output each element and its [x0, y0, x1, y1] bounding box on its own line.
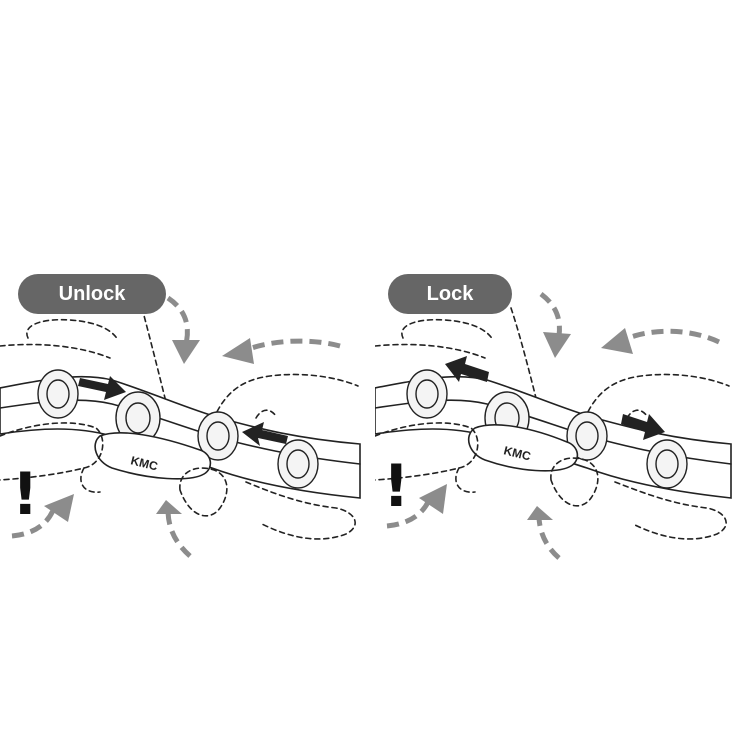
- upper-right-finger: [255, 409, 277, 419]
- lock-illustration: KMC !: [375, 292, 732, 560]
- curved-dashed-arrow-head: [601, 328, 633, 354]
- curved-dashed-arrow-head: [527, 506, 553, 520]
- unlock-panel: KMC ! Unlock: [0, 268, 368, 560]
- push-arrow-icon: [445, 356, 489, 382]
- upper-left-finger: [401, 318, 494, 341]
- push-arrow-icon: [78, 376, 126, 400]
- chain-roller-pin: [575, 421, 599, 451]
- quick-link-plate: [467, 424, 579, 472]
- lower-right-finger: [179, 467, 228, 517]
- push-arrow-icon: [621, 414, 665, 440]
- curved-dashed-arrow-icon: [622, 328, 721, 345]
- curved-dashed-arrow-head: [44, 494, 74, 522]
- chain-roller-pin: [206, 421, 230, 451]
- curved-dashed-arrow-icon: [539, 292, 562, 337]
- upper-right-finger: [626, 409, 648, 419]
- curved-dashed-arrow-icon: [165, 509, 192, 558]
- unlock-label: Unlock: [18, 274, 166, 314]
- warning-icon: !: [383, 452, 409, 520]
- lower-right-finger: [550, 457, 599, 507]
- lower-left-thumb: [455, 467, 476, 493]
- chain-brand-label: KMC: [502, 443, 532, 463]
- curved-dashed-arrow-head: [172, 340, 200, 364]
- curved-dashed-arrow-icon: [245, 338, 341, 353]
- upper-left-finger-joint: [375, 343, 486, 359]
- lower-left-hand: [0, 422, 104, 481]
- lower-left-thumb: [80, 467, 101, 493]
- curved-dashed-arrow-head: [543, 332, 571, 358]
- chain-roller-pin: [655, 449, 679, 479]
- push-arrow-icon: [242, 422, 288, 446]
- lower-right-hand: [614, 481, 727, 540]
- warning-icon: !: [12, 460, 38, 528]
- upper-left-finger-joint: [0, 343, 111, 359]
- lower-right-hand: [245, 481, 356, 540]
- curved-dashed-arrow-icon: [536, 515, 561, 560]
- lock-panel: KMC ! Lock: [375, 268, 736, 560]
- chain-roller-pin: [125, 402, 151, 434]
- curved-dashed-arrow-icon: [11, 507, 57, 539]
- curved-dashed-arrow-head: [419, 484, 447, 514]
- lock-label: Lock: [388, 274, 512, 314]
- curved-dashed-arrow-icon: [166, 295, 190, 345]
- quick-link-plate: [94, 432, 212, 480]
- chain-roller-pin: [415, 379, 439, 409]
- curved-dashed-arrow-head: [222, 338, 254, 364]
- chain-roller-pin: [286, 449, 310, 479]
- chain-brand-label: KMC: [129, 453, 159, 473]
- upper-left-finger: [26, 318, 119, 341]
- unlock-illustration: KMC !: [0, 295, 361, 558]
- chain-roller-pin: [46, 379, 70, 409]
- upper-right-hand: [580, 373, 730, 429]
- curved-dashed-arrow-head: [156, 500, 182, 514]
- upper-right-hand: [209, 373, 359, 429]
- lower-left-hand: [375, 422, 479, 481]
